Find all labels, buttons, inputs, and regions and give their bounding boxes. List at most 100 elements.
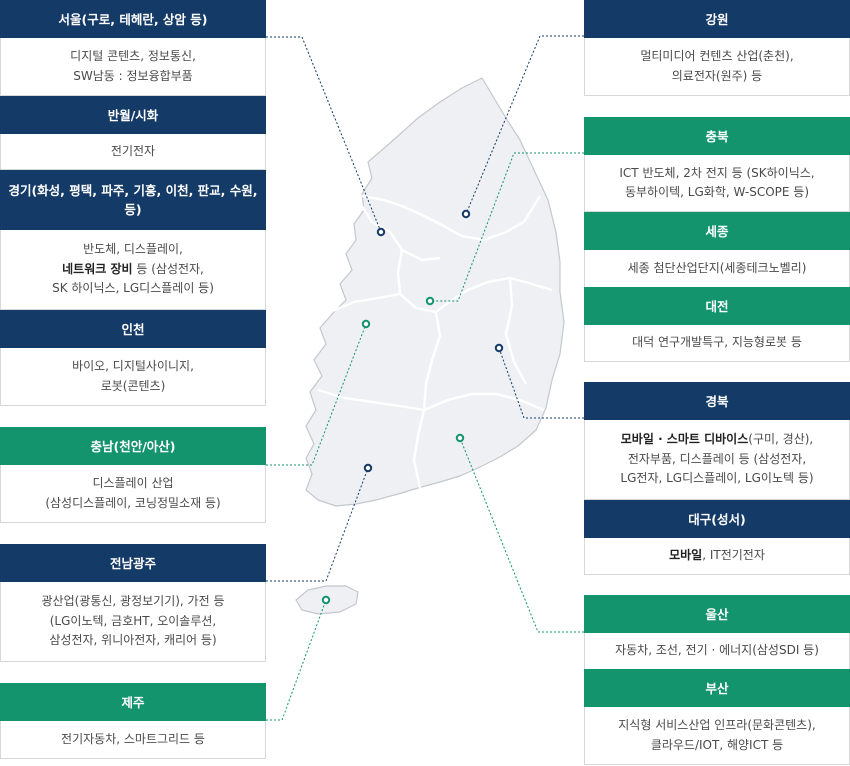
leader-seoul xyxy=(266,36,382,233)
region-title-chungnam: 충남(천안/아산) xyxy=(0,427,266,465)
desc-line: 자동차, 조선, 전기 · 에너지(삼성SDI 등) xyxy=(615,643,819,658)
region-desc-gangwon: 멀티미디어 컨텐츠 산업(춘천), 의료전자(원주) 등 xyxy=(584,38,850,96)
desc-bold: 네트워크 장비 xyxy=(62,261,133,276)
region-card-gangwon: 강원 멀티미디어 컨텐츠 산업(춘천), 의료전자(원주) 등 xyxy=(584,0,850,96)
map-land xyxy=(295,77,565,615)
desc-line: (삼성디스플레이, 코닝정밀소재 등) xyxy=(45,495,221,510)
title-line: 파주, 기흥, 이천, 판교, 수원, 등) xyxy=(101,183,258,217)
markers xyxy=(321,209,504,605)
region-desc-sejong: 세종 첨단산업단지(세종테크노벨리) xyxy=(584,250,850,288)
region-desc-incheon: 바이오, 디지털사이니지, 로봇(콘텐츠) xyxy=(0,348,266,406)
region-title-seoul: 서울(구로, 테헤란, 상암 등) xyxy=(0,0,266,38)
desc-line: 삼성전자, 위니아전자, 캐리어 등) xyxy=(49,633,217,648)
region-title-gyeongbuk: 경북 xyxy=(584,382,850,420)
desc-text: , IT전기전자 xyxy=(702,548,765,563)
region-title-gangwon: 강원 xyxy=(584,0,850,38)
region-desc-seoul: 디지털 콘텐츠, 정보통신, SW남동 : 정보융합부품 xyxy=(0,38,266,96)
region-card-chungnam: 충남(천안/아산) 디스플레이 산업 (삼성디스플레이, 코닝정밀소재 등) xyxy=(0,427,266,523)
mainland-outline xyxy=(305,77,565,507)
region-card-jeonnam: 전남광주 광산업(광통신, 광정보기기), 가전 등 (LG이노텍, 금호HT,… xyxy=(0,544,266,662)
leader-ulsan xyxy=(459,437,584,633)
desc-line: 동부하이텍, LG화학, W-SCOPE 등) xyxy=(624,185,809,199)
region-card-chungbuk: 충북 ICT 반도체, 2차 전지 등 (SK하이닉스, 동부하이텍, LG화학… xyxy=(584,117,850,212)
leader-chungnam xyxy=(266,323,367,466)
province-borders xyxy=(317,194,553,489)
region-title-busan: 부산 xyxy=(584,669,850,707)
leader-jeonnam xyxy=(266,467,369,582)
marker-seoul[interactable] xyxy=(376,227,386,237)
marker-chungbuk[interactable] xyxy=(425,296,435,306)
marker-jeonnam[interactable] xyxy=(363,463,373,473)
region-title-ulsan: 울산 xyxy=(584,595,850,633)
desc-line: 의료전자(원주) 등 xyxy=(671,68,763,83)
region-title-sejong: 세종 xyxy=(584,212,850,250)
region-title-banwol: 반월/시화 xyxy=(0,96,266,134)
desc-text: (구미, 경산), xyxy=(748,432,814,447)
region-card-gyeongbuk: 경북 모바일 · 스마트 디바이스(구미, 경산), 전자부품, 디스플레이 등… xyxy=(584,382,850,500)
desc-text: 등 (삼성전자, xyxy=(132,261,204,276)
desc-line: 세종 첨단산업단지(세종테크노벨리) xyxy=(627,260,807,275)
region-card-seoul: 서울(구로, 테헤란, 상암 등) 디지털 콘텐츠, 정보통신, SW남동 : … xyxy=(0,0,266,96)
region-card-daegu: 대구(성서) 모바일, IT전기전자 xyxy=(584,500,850,575)
desc-line: 로봇(콘텐츠) xyxy=(100,378,166,393)
desc-line: 전자부품, 디스플레이 등 (삼성전자, xyxy=(627,451,807,466)
marker-ulsan[interactable] xyxy=(455,433,465,443)
marker-chungnam[interactable] xyxy=(361,319,371,329)
region-desc-daegu: 모바일, IT전기전자 xyxy=(584,538,850,575)
desc-line: 지식형 서비스산업 인프라(문화콘텐츠), xyxy=(618,718,816,732)
desc-line: 디스플레이 산업 xyxy=(92,476,174,490)
region-desc-chungnam: 디스플레이 산업 (삼성디스플레이, 코닝정밀소재 등) xyxy=(0,465,266,523)
region-card-incheon: 인천 바이오, 디지털사이니지, 로봇(콘텐츠) xyxy=(0,310,266,406)
leader-chungbuk xyxy=(430,152,584,302)
leader-gangwon xyxy=(465,35,584,215)
desc-line: 바이오, 디지털사이니지, xyxy=(72,359,194,373)
desc-line: SK 하이닉스, LG디스플레이 등) xyxy=(52,281,214,296)
desc-line: SW남동 : 정보융합부품 xyxy=(73,68,193,83)
marker-gangwon[interactable] xyxy=(461,209,471,219)
desc-line: 반도체, 디스플레이, xyxy=(83,242,183,257)
desc-line: 멀티미디어 컨텐츠 산업(춘천), xyxy=(640,49,794,63)
marker-gyeongbuk[interactable] xyxy=(494,343,504,353)
region-desc-jeju: 전기자동차, 스마트그리드 등 xyxy=(0,721,266,759)
leader-jeju xyxy=(266,599,327,721)
region-desc-chungbuk: ICT 반도체, 2차 전지 등 (SK하이닉스, 동부하이텍, LG화학, W… xyxy=(584,155,850,212)
desc-line: (LG이노텍, 금호HT, 오이솔루션, xyxy=(49,613,217,628)
desc-line: 모바일 · 스마트 디바이스(구미, 경산), xyxy=(620,430,813,450)
region-title-incheon: 인천 xyxy=(0,310,266,348)
region-card-banwol: 반월/시화 전기전자 xyxy=(0,96,266,170)
region-card-ulsan: 울산 자동차, 조선, 전기 · 에너지(삼성SDI 등) xyxy=(584,595,850,670)
desc-line: LG전자, LG디스플레이, LG이노텍 등) xyxy=(620,471,814,486)
desc-line: 대덕 연구개발특구, 지능형로봇 등 xyxy=(632,335,802,350)
region-desc-gyeongbuk: 모바일 · 스마트 디바이스(구미, 경산), 전자부품, 디스플레이 등 (삼… xyxy=(584,420,850,500)
desc-line: 전기전자 xyxy=(110,143,156,158)
region-card-gyeonggi: 경기(화성, 평택, 파주, 기흥, 이천, 판교, 수원, 등) 반도체, 디… xyxy=(0,170,266,310)
region-title-gyeonggi: 경기(화성, 평택, 파주, 기흥, 이천, 판교, 수원, 등) xyxy=(0,170,266,230)
desc-line: 클라우드/IOT, 해양ICT 등 xyxy=(650,737,784,752)
leader-lines xyxy=(266,35,584,721)
marker-jeju[interactable] xyxy=(321,595,331,605)
region-card-sejong: 세종 세종 첨단산업단지(세종테크노벨리) xyxy=(584,212,850,288)
desc-line: 모바일, IT전기전자 xyxy=(669,546,765,566)
region-title-daegu: 대구(성서) xyxy=(584,500,850,538)
region-card-busan: 부산 지식형 서비스산업 인프라(문화콘텐츠), 클라우드/IOT, 해양ICT… xyxy=(584,669,850,765)
desc-bold: 모바일 xyxy=(669,548,703,563)
leader-gyeongbuk xyxy=(498,347,584,419)
desc-line: 광산업(광통신, 광정보기기), 가전 등 xyxy=(41,594,225,609)
desc-line: 디지털 콘텐츠, 정보통신, xyxy=(70,49,196,63)
desc-line: ICT 반도체, 2차 전지 등 (SK하이닉스, xyxy=(619,165,815,180)
region-card-daejeon: 대전 대덕 연구개발특구, 지능형로봇 등 xyxy=(584,287,850,362)
desc-bold: 모바일 · 스마트 디바이스 xyxy=(620,432,749,447)
region-desc-gyeonggi: 반도체, 디스플레이, 네트워크 장비 등 (삼성전자, SK 하이닉스, LG… xyxy=(0,230,266,310)
region-card-jeju: 제주 전기자동차, 스마트그리드 등 xyxy=(0,683,266,759)
region-title-jeonnam: 전남광주 xyxy=(0,544,266,582)
region-title-jeju: 제주 xyxy=(0,683,266,721)
region-desc-busan: 지식형 서비스산업 인프라(문화콘텐츠), 클라우드/IOT, 해양ICT 등 xyxy=(584,707,850,765)
region-desc-banwol: 전기전자 xyxy=(0,134,266,170)
region-desc-ulsan: 자동차, 조선, 전기 · 에너지(삼성SDI 등) xyxy=(584,633,850,670)
desc-line: 네트워크 장비 등 (삼성전자, xyxy=(52,260,214,280)
region-desc-daejeon: 대덕 연구개발특구, 지능형로봇 등 xyxy=(584,325,850,362)
desc-line: 전기자동차, 스마트그리드 등 xyxy=(61,731,205,746)
region-desc-jeonnam: 광산업(광통신, 광정보기기), 가전 등 (LG이노텍, 금호HT, 오이솔루… xyxy=(0,582,266,662)
region-title-chungbuk: 충북 xyxy=(584,117,850,155)
